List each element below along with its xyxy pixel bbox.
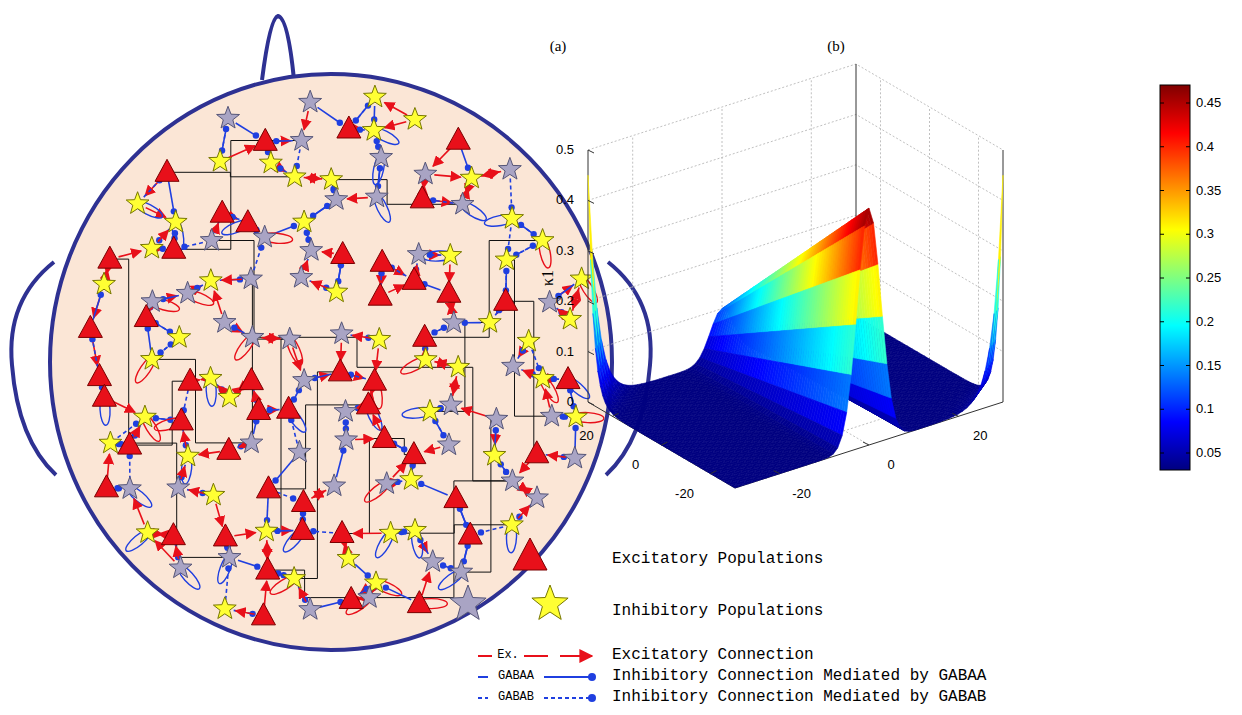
- inhibitory-dot: [266, 407, 272, 413]
- inhibitory-dot: [273, 138, 279, 144]
- grid-line: [588, 114, 1003, 200]
- excitatory-connection: [159, 534, 165, 535]
- grid-line: [588, 64, 1003, 150]
- inhibitory-dot: [253, 132, 259, 138]
- inhibitory-dot: [172, 230, 178, 236]
- inhibitory-dot: [377, 165, 383, 171]
- inhibitory-dot: [337, 120, 343, 126]
- inhibitory-dot: [493, 427, 499, 433]
- excitatory-connection: [449, 264, 450, 282]
- surface-plot: [588, 64, 1003, 488]
- inhibitory-dot: [418, 481, 424, 487]
- inhibitory-dot: [181, 244, 187, 250]
- excitatory-connection: [341, 343, 342, 361]
- inhibitory-dot: [440, 562, 446, 568]
- inhibitory-dot: [431, 329, 437, 335]
- inhibitory-dot: [277, 165, 283, 171]
- excitatory-connection: [263, 338, 280, 339]
- inhibitory-dot: [365, 572, 371, 578]
- inhibitory-dot: [290, 495, 296, 501]
- inhibitory-dot: [343, 419, 349, 425]
- inhibitory-dot: [572, 425, 578, 431]
- inhibitory-dot: [478, 529, 484, 535]
- head-outline: [11, 16, 650, 650]
- inhibitory-dot: [231, 324, 237, 330]
- inhibitory-dot: [223, 126, 229, 132]
- excitatory-connection: [222, 279, 242, 280]
- inhibitory-dot: [254, 563, 260, 569]
- inhibitory-dot: [503, 268, 509, 274]
- grid-line: [588, 165, 1003, 251]
- inhibitory-dot: [272, 477, 278, 483]
- excitatory-connection: [355, 439, 373, 440]
- inhibitory-dot: [383, 584, 389, 590]
- inhibitory-dot: [291, 223, 297, 229]
- excitatory-connection: [239, 446, 243, 447]
- inhibitory-dot: [225, 565, 231, 571]
- inhibitory-connection: [267, 498, 268, 520]
